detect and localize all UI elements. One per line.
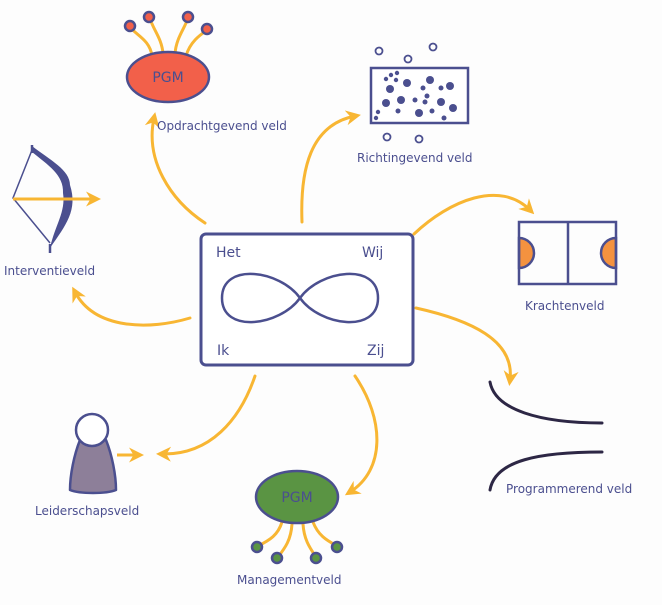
arrow-to-krachtenveld [412, 193, 535, 236]
label-leiderschap: Leiderschapsveld [35, 504, 139, 518]
label-wij: Wij [362, 245, 383, 261]
label-opdrachtgevend: Opdrachtgevend veld [157, 119, 287, 133]
pgm-blob-icon: PGM [123, 10, 214, 104]
center-box: Het Wij Ik Zij [199, 232, 415, 367]
label-richtingevend: Richtingevend veld [357, 151, 472, 165]
label-zij: Zij [367, 343, 384, 359]
field-programmerend: Programmerend veld [488, 380, 632, 496]
center-box-frame [199, 232, 415, 367]
pgm-text-bottom: PGM [281, 490, 312, 506]
dots-field-icon [369, 42, 470, 144]
field-management: PGM Managementveld [237, 469, 344, 587]
pgm-blob-icon: PGM [250, 469, 344, 565]
label-het: Het [216, 245, 241, 261]
arrow-to-interventie [72, 286, 192, 327]
label-ik: Ik [217, 343, 230, 359]
sports-court-icon [517, 220, 618, 286]
person-icon [68, 412, 144, 495]
funnel-curves-icon [488, 380, 604, 492]
field-richtingevend: Richtingevend veld [357, 42, 472, 165]
infinity-icon [220, 272, 380, 324]
arrow-to-richtingevend [300, 110, 361, 224]
arrows [72, 110, 535, 496]
field-opdrachtgevend: PGM Opdrachtgevend veld [123, 10, 287, 133]
arrow-to-management [344, 374, 379, 496]
field-leiderschap: Leiderschapsveld [35, 412, 144, 518]
field-krachtenveld: Krachtenveld [517, 220, 618, 313]
label-management: Managementveld [237, 573, 341, 587]
field-interventie: Interventieveld [4, 145, 101, 278]
bow-arrow-icon [12, 145, 101, 253]
pgm-text-top: PGM [152, 70, 183, 86]
arrow-to-leiderschap [156, 374, 257, 462]
arrow-to-programmerend [414, 306, 519, 386]
label-krachtenveld: Krachtenveld [525, 299, 605, 313]
label-interventie: Interventieveld [4, 264, 95, 278]
label-programmerend: Programmerend veld [506, 482, 632, 496]
arrow-to-opdrachtgevend [144, 112, 207, 225]
